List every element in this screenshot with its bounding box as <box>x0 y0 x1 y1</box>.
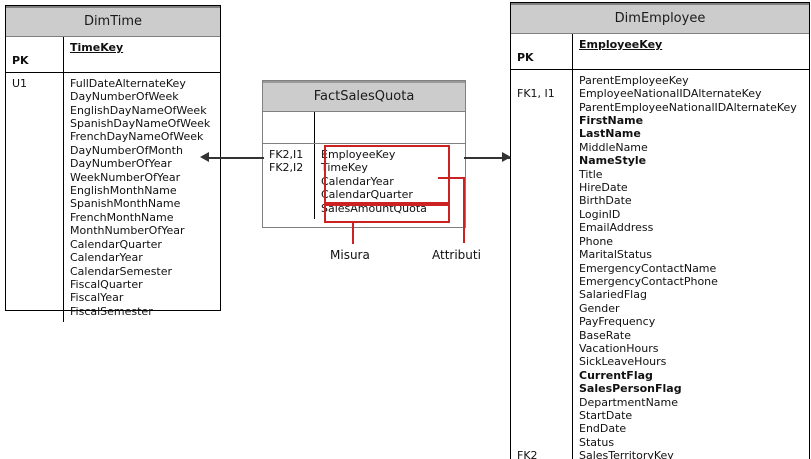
field-item: BirthDate <box>579 194 632 208</box>
field-item: DepartmentName <box>579 395 679 409</box>
relationship-line-time-fact <box>208 157 264 159</box>
field-item: Title <box>579 167 603 181</box>
field-item: NameStyle <box>579 154 647 168</box>
field-item: CurrentFlag <box>579 368 653 382</box>
field-item: CalendarQuarter <box>70 237 162 251</box>
measure-leader-vertical <box>352 222 354 244</box>
field-item: EmailAddress <box>579 221 654 235</box>
field-item: MiddleName <box>579 140 648 154</box>
field-item: Gender <box>579 301 620 315</box>
field-item: SpanishDayNameOfWeek <box>70 117 211 131</box>
field-item: ParentEmployeeNationalIDAlternateKey <box>579 100 797 114</box>
field-item: SalariedFlag <box>579 288 647 302</box>
entity-dimtime-pk-label: PK <box>12 54 29 68</box>
field-item: BaseRate <box>579 328 632 342</box>
field-item: FiscalSemester <box>70 304 153 318</box>
entity-factsalesquota-measure-fields: SalesAmountQuota <box>321 202 465 215</box>
field-item: DayNumberOfMonth <box>70 143 183 157</box>
field-item: FrenchDayNameOfWeek <box>70 130 204 144</box>
entity-dimtime-title: DimTime <box>6 6 220 37</box>
entity-dimtime-pk-row: PK TimeKey <box>6 37 220 73</box>
entity-dimemployee[interactable]: DimEmployee PK EmployeeKey FK1, I1 FK2 P… <box>510 2 810 459</box>
field-item: FrenchMonthName <box>70 210 174 224</box>
field-item: EmergencyContactPhone <box>579 274 718 288</box>
entity-dimtime[interactable]: DimTime PK TimeKey U1 FullDateAlternateK… <box>5 5 221 323</box>
field-item: ParentEmployeeKey <box>579 73 689 87</box>
field-item: FiscalQuarter <box>70 277 143 291</box>
entity-dimemployee-pk-field: EmployeeKey <box>579 38 663 51</box>
relationship-arrow-to-dimemployee <box>502 152 511 162</box>
field-item: SalesPersonFlag <box>579 382 682 396</box>
field-item: HireDate <box>579 181 628 195</box>
measure-callout-label: Misura <box>330 248 370 262</box>
entity-dimtime-pk-field: TimeKey <box>70 41 124 54</box>
entity-dimemployee-keycol: FK1, I1 FK2 <box>511 69 573 459</box>
field-item: CalendarYear <box>70 251 143 265</box>
entity-factsalesquota-pk-row <box>263 112 465 144</box>
field-item: WeekNumberOfYear <box>70 170 181 184</box>
field-item: DayNumberOfYear <box>70 157 172 171</box>
field-item: EmergencyContactName <box>579 261 717 275</box>
entity-factsalesquota-keycol: FK2,I1 FK2,I2 <box>263 144 315 220</box>
field-item: EnglishDayNameOfWeek <box>70 103 207 117</box>
field-item: MonthNumberOfYear <box>70 224 185 238</box>
field-item: SalesTerritoryKey <box>579 449 674 459</box>
field-item: LoginID <box>579 207 621 221</box>
field-item: EmployeeNationalIDAlternateKey <box>579 87 762 101</box>
entity-dimtime-keycol: U1 <box>6 72 64 323</box>
field-item: LastName <box>579 127 641 141</box>
field-item: DayNumberOfWeek <box>70 90 179 104</box>
field-item: PayFrequency <box>579 315 656 329</box>
field-item: Phone <box>579 234 614 248</box>
entity-dimemployee-pk-row: PK EmployeeKey <box>511 34 809 70</box>
entity-dimemployee-title: DimEmployee <box>511 3 809 34</box>
relationship-line-fact-employee <box>464 157 510 159</box>
field-item: Status <box>579 435 615 449</box>
entity-factsalesquota[interactable]: FactSalesQuota FK2,I1 FK2,I2 EmployeeKey… <box>262 80 466 228</box>
field-item: FullDateAlternateKey <box>70 76 186 90</box>
field-item: TimeKey <box>321 161 368 175</box>
entity-factsalesquota-title: FactSalesQuota <box>263 81 465 112</box>
field-item: FirstName <box>579 114 644 128</box>
attributes-callout-label: Attributi <box>432 248 481 262</box>
field-item: SpanishMonthName <box>70 197 181 211</box>
field-item: FiscalYear <box>70 291 124 305</box>
field-item: EnglishMonthName <box>70 184 177 198</box>
attributes-leader-vertical <box>463 177 465 243</box>
field-item: CalendarQuarter <box>321 188 413 202</box>
field-item: StartDate <box>579 408 633 422</box>
entity-dimemployee-fk1-label: FK1, I1 <box>517 87 555 101</box>
entity-dimemployee-pk-label: PK <box>517 51 534 65</box>
field-item: SickLeaveHours <box>579 355 667 369</box>
field-item: MaritalStatus <box>579 248 652 262</box>
field-item: EndDate <box>579 422 627 436</box>
field-item: SalesAmountQuota <box>321 201 427 215</box>
field-item: CalendarYear <box>321 174 394 188</box>
field-item: EmployeeKey <box>321 148 396 161</box>
entity-dimemployee-fk2-label: FK2 <box>517 449 538 459</box>
attributes-leader-horizontal <box>438 177 464 179</box>
field-item: CalendarSemester <box>70 264 173 278</box>
relationship-arrow-to-dimtime <box>200 152 209 162</box>
field-item: VacationHours <box>579 341 659 355</box>
